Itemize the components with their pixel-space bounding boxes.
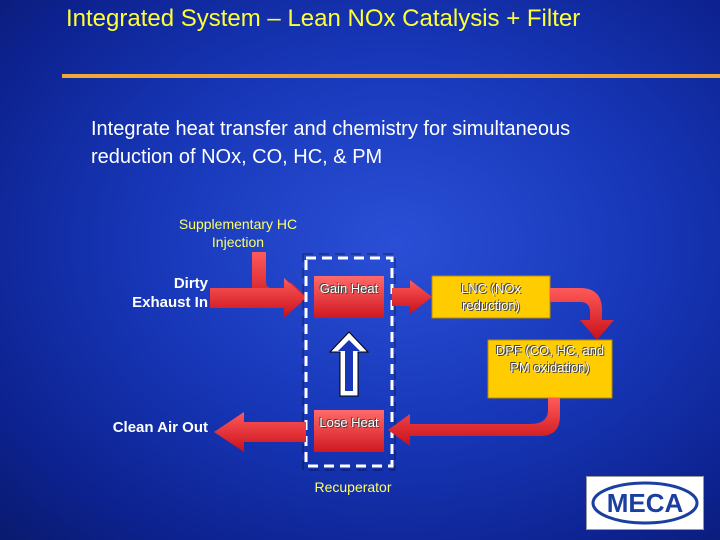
- supplementary-hc-label: Supplementary HC Injection: [178, 216, 298, 250]
- lnc-label: LNC (NOx reduction): [461, 281, 521, 313]
- dpf-box: [487, 339, 613, 399]
- title-divider: [62, 74, 720, 78]
- recuperator-label: Recuperator: [314, 479, 392, 495]
- lose-heat-box: [314, 410, 384, 452]
- slide-title: Integrated System – Lean NOx Catalysis +…: [66, 5, 581, 32]
- dpf-to-lose-heat-arrow: [388, 398, 560, 446]
- meca-logo-text: MECA: [607, 488, 684, 518]
- meca-logo: MECA: [586, 476, 704, 530]
- lose-heat-label: Lose Heat: [319, 415, 379, 430]
- intro-text: Integrate heat transfer and chemistry fo…: [91, 118, 571, 168]
- lnc-box: [431, 275, 551, 319]
- dirty-exhaust-arrow: [210, 278, 306, 318]
- recuperator-outline: [304, 256, 394, 468]
- dpf-label: DPF (CO, HC, and PM oxidation): [495, 343, 605, 375]
- dirty-exhaust-label: Dirty Exhaust In: [132, 275, 208, 311]
- gain-heat-box: [314, 276, 384, 318]
- clean-air-label: Clean Air Out: [112, 419, 208, 436]
- gain-heat-label: Gain Heat: [319, 281, 379, 296]
- clean-air-arrow: [214, 412, 306, 452]
- lnc-to-dpf-arrow: [550, 288, 614, 340]
- meca-logo-mark: MECA: [591, 481, 699, 525]
- gain-to-lnc-arrow: [392, 280, 432, 314]
